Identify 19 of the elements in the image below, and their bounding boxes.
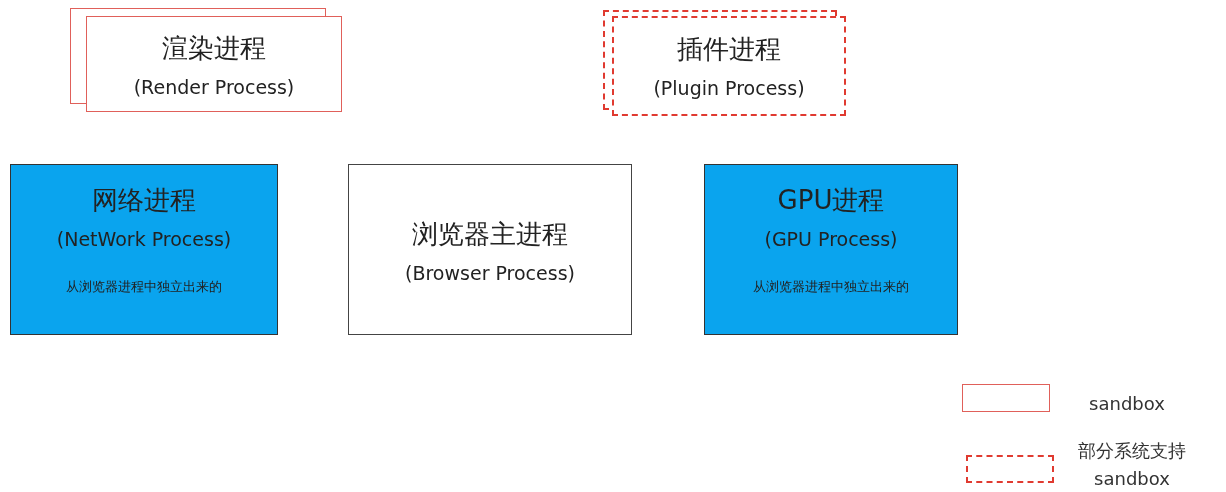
process-english-name: (Render Process): [132, 76, 296, 98]
legend-label: sandbox: [1088, 392, 1166, 416]
sandbox-process-box: [86, 16, 342, 112]
process-english-name: (GPU Process): [763, 228, 899, 250]
process-name: 浏览器主进程: [411, 218, 569, 251]
partial-sandbox-process-box: [612, 16, 846, 116]
process-english-name: (NetWork Process): [55, 228, 233, 250]
process-box: [10, 164, 278, 335]
process-box: [704, 164, 958, 335]
process-note: 从浏览器进程中独立出来的: [752, 278, 910, 296]
process-name: GPU进程: [776, 184, 886, 217]
process-name: 网络进程: [91, 184, 197, 217]
process-name: 插件进程: [676, 33, 782, 66]
process-note: 从浏览器进程中独立出来的: [65, 278, 223, 296]
process-name: 渲染进程: [161, 32, 267, 65]
process-box: [348, 164, 632, 335]
process-english-name: (Plugin Process): [652, 77, 806, 99]
process-english-name: (Browser Process): [404, 262, 576, 284]
legend-label: 部分系统支持 sandbox: [1077, 439, 1187, 491]
